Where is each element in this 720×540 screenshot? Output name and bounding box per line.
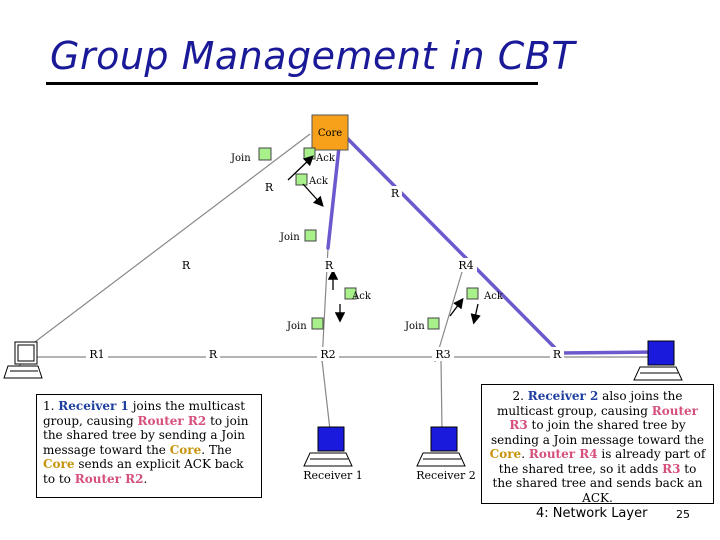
message-arrows: [287, 155, 481, 325]
router-mid-left: R: [182, 259, 191, 272]
link-core-left: [14, 133, 311, 358]
ack-label-1: Ack: [315, 153, 336, 164]
join-box-4: [427, 317, 440, 330]
computer-icon: [303, 426, 353, 467]
core-node: [311, 114, 349, 151]
ack-box-2: [295, 173, 308, 186]
router-bottom-left: R: [209, 348, 218, 361]
message-boxes: [258, 147, 479, 330]
join-label-4: Join: [404, 321, 425, 332]
tree-core-r: [326, 136, 342, 250]
router-upper-right: R: [391, 187, 400, 200]
receiver-ref: Receiver 2: [527, 389, 599, 403]
arrow-icon: [302, 183, 324, 207]
arrow-icon: [449, 297, 464, 317]
router-ref: Router R3: [509, 403, 698, 433]
router-r2: R2: [320, 348, 335, 361]
ack-box-1: [303, 147, 316, 160]
link-r3-receiver2: [440, 359, 443, 431]
link-r2-receiver1: [321, 359, 331, 431]
core-label: Core: [318, 128, 342, 139]
join-label-3: Join: [286, 321, 307, 332]
core-ref: Core: [489, 447, 522, 461]
join-label-1: Join: [230, 153, 251, 164]
computer-icon: [416, 426, 466, 467]
title-underline: [46, 82, 538, 85]
footer-page-number: 25: [676, 508, 690, 521]
footer-course-name: 4: Network Layer: [536, 506, 648, 521]
join-label-2: Join: [279, 232, 300, 243]
receiver1-label: Receiver 1: [303, 469, 362, 482]
text-run: also joins the multicast group, causing: [497, 389, 683, 418]
router-mid-center: R: [325, 259, 334, 272]
ack-box-3: [344, 287, 357, 300]
router-ref: Router R4: [528, 447, 598, 461]
text-run: . The: [201, 442, 232, 457]
ack-box-4: [466, 287, 479, 300]
text-run: to join the shared tree by sending a Joi…: [490, 418, 705, 447]
arrow-icon: [287, 155, 314, 181]
text-run: .: [521, 447, 526, 461]
tree-right-host: [558, 350, 657, 355]
step-number: 2.: [512, 389, 524, 403]
text-run: is already part of the shared tree, so i…: [498, 447, 706, 476]
join-box-2: [304, 229, 317, 242]
text-run: sends an explicit ACK back to to: [43, 457, 244, 486]
ack-label-2: Ack: [308, 176, 329, 187]
text-run: to join the shared tree by sending a Joi…: [43, 413, 249, 457]
router-bottom-right: R: [553, 348, 562, 361]
step-number: 1.: [43, 399, 55, 413]
router-ref: R3: [662, 461, 681, 476]
receiver2-label: Receiver 2: [416, 469, 475, 482]
router-labels: R R R R R4 R1 R R2 R3 R: [86, 180, 564, 361]
tree-core-right: [341, 132, 562, 355]
router-r1: R1: [89, 348, 104, 361]
text-run: to the shared tree and sends back an ACK…: [492, 461, 703, 505]
text-run: .: [143, 471, 148, 486]
slide-title: Group Management in CBT: [50, 34, 576, 78]
computer-icon: [633, 340, 683, 381]
text-run: joins the multicast group, causing: [43, 399, 246, 428]
join-box-1: [258, 147, 272, 161]
link-r4-r3: [434, 261, 466, 363]
ack-label-3: Ack: [351, 291, 372, 302]
core-ref: Core: [169, 442, 202, 457]
receiver-ref: Receiver 1: [58, 399, 129, 413]
ack-label-4: Ack: [483, 291, 504, 302]
shared-tree: [326, 132, 657, 355]
router-upper-left: R: [265, 181, 274, 194]
router-ref: Router R2: [137, 413, 207, 428]
join-box-3: [311, 317, 324, 330]
router-r4: R4: [458, 259, 473, 272]
computer-icon: [3, 341, 43, 379]
step1-text-box: 1. Receiver 1 joins the multicast group,…: [36, 394, 262, 498]
core-ref: Core: [43, 457, 75, 471]
arrow-icon: [470, 303, 481, 325]
router-ref: Router R2: [74, 471, 144, 486]
step2-text-box: 2. Receiver 2 also joins the multicast g…: [481, 384, 714, 505]
router-r3: R3: [435, 348, 450, 361]
